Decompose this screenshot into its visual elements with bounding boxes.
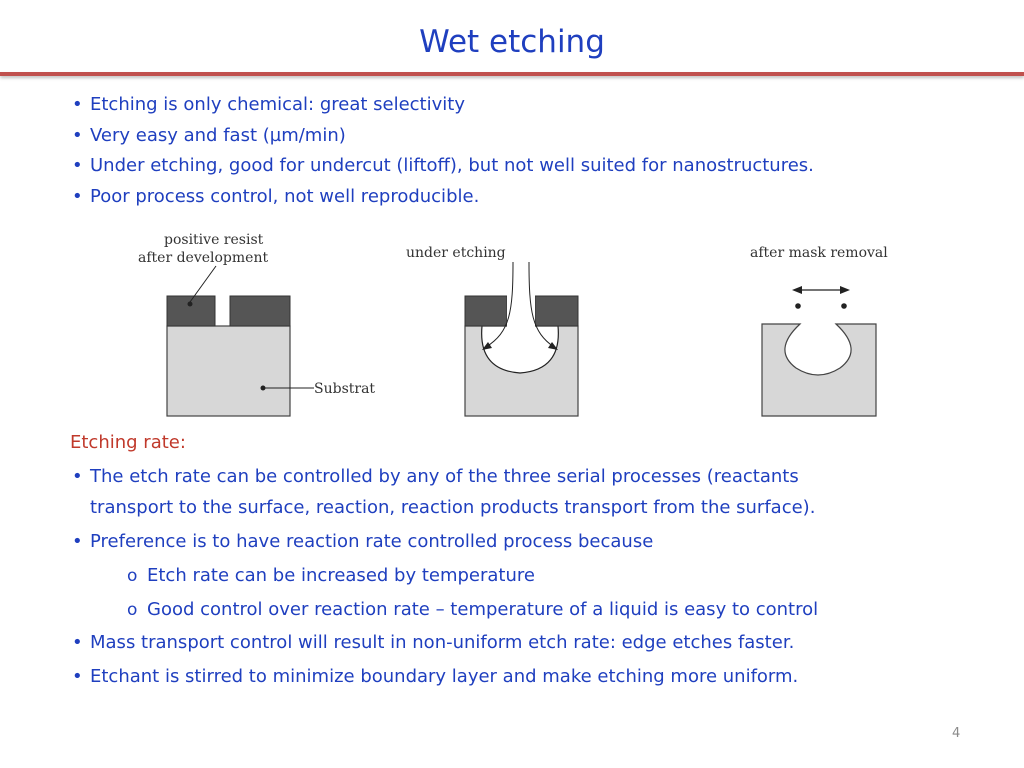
resist-right [229, 295, 291, 327]
bullet-text: The etch rate can be controlled by any o… [90, 466, 799, 487]
bullet-text: Very easy and fast (µm/min) [90, 124, 346, 146]
wet-etching-diagram: positive resist after development Substr… [138, 232, 888, 417]
bullet-text: Etching is only chemical: great selectiv… [90, 94, 465, 115]
edge-dot-left [795, 303, 801, 309]
sub-bullet-text: Good control over reaction rate – temper… [147, 599, 819, 620]
panel2-label: under etching [406, 245, 506, 261]
sub-bullet-icon: o [127, 566, 138, 586]
bullet-icon: • [72, 124, 83, 146]
bullet-icon: • [72, 666, 83, 687]
arrowhead-left [792, 286, 802, 294]
edge-dot-right [841, 303, 847, 309]
bullet-icon: • [72, 155, 83, 177]
title-divider [0, 72, 1024, 76]
resist-left [464, 295, 508, 327]
flow-arrow-left [485, 261, 514, 348]
sub-bullet-text: Etch rate can be increased by temperatur… [147, 565, 535, 586]
resist-pointer-line [189, 265, 217, 303]
substrate-pointer-dot [260, 385, 266, 391]
arrowhead-left [482, 342, 492, 350]
bullet-icon: • [72, 185, 83, 207]
resist-right [534, 295, 579, 327]
substrate-label: Substrat [314, 381, 375, 397]
bullet-text-continued: transport to the surface, reaction, reac… [90, 497, 816, 518]
page-number: 4 [952, 726, 961, 741]
bullet-text: Mass transport control will result in no… [90, 632, 795, 653]
bullet-icon: • [72, 466, 83, 487]
arrowhead-right [548, 342, 558, 350]
bullet-text: Etchant is stirred to minimize boundary … [90, 666, 799, 687]
bullet-icon: • [72, 94, 83, 115]
panel1-label-line2: after development [138, 250, 268, 266]
bullet-text: Poor process control, not well reproduci… [90, 185, 480, 207]
bullet-text: Under etching, good for undercut (liftof… [90, 155, 814, 177]
substrate-with-cavity [761, 323, 877, 417]
bullet-text: Preference is to have reaction rate cont… [90, 531, 654, 552]
panel1-label-line1: positive resist [164, 232, 264, 248]
substrate-block [166, 325, 291, 417]
etching-rate-heading: Etching rate: [70, 432, 186, 453]
sub-bullet-icon: o [127, 600, 138, 620]
resist-pointer-dot [187, 301, 193, 307]
flow-arrow-right [528, 261, 555, 348]
etchant-channel [507, 262, 535, 328]
bullet-icon: • [72, 632, 83, 653]
bullet-icon: • [72, 531, 83, 552]
slide-title: Wet etching [419, 24, 605, 60]
panel3-label: after mask removal [750, 245, 888, 261]
arrowhead-right [840, 286, 850, 294]
